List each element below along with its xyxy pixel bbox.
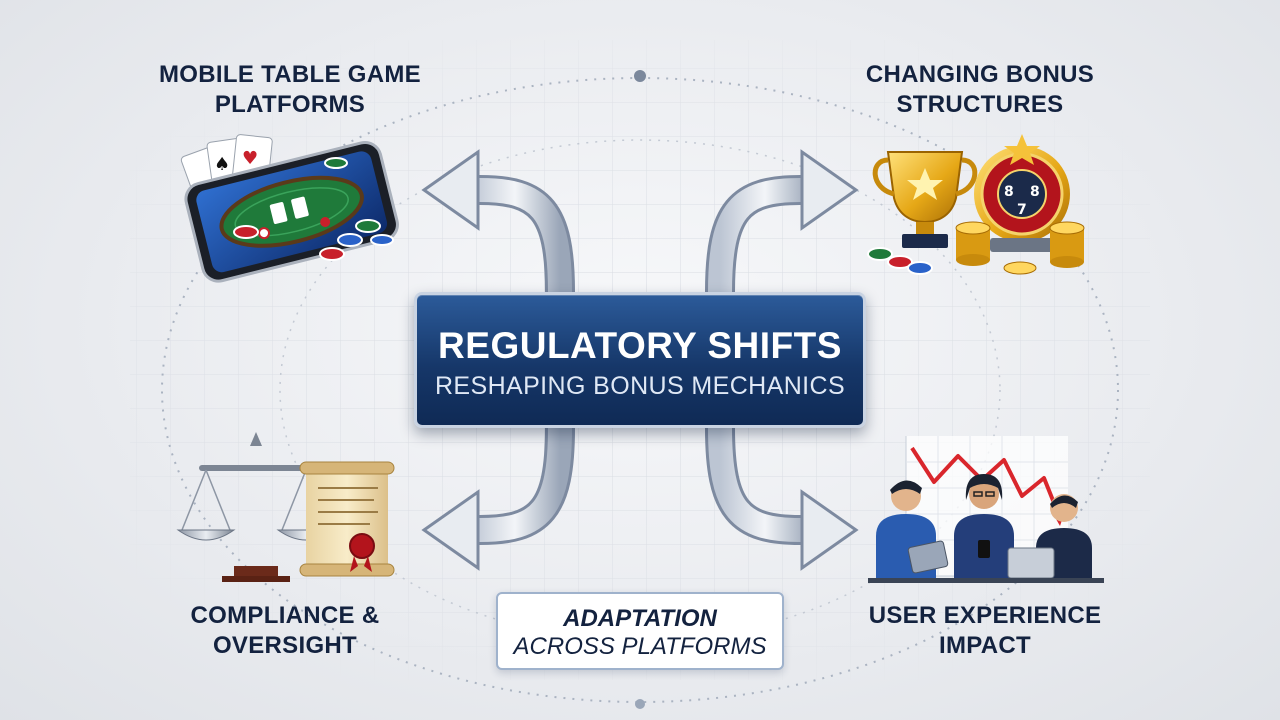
label-line: STRUCTURES bbox=[896, 91, 1064, 118]
svg-text:8: 8 bbox=[1004, 184, 1014, 200]
svg-text:8: 8 bbox=[1030, 184, 1040, 200]
label-line: MOBILE TABLE GAME bbox=[159, 61, 421, 88]
trophy-bonus-wheel-icon: 8 8 7 bbox=[867, 134, 1085, 275]
gold-coin-stack-icon bbox=[955, 221, 1085, 275]
label-line: OVERSIGHT bbox=[212, 632, 358, 659]
orbit-node bbox=[635, 699, 645, 709]
svg-text:7: 7 bbox=[1017, 202, 1027, 218]
center-title-box: REGULATORY SHIFTS RESHAPING BONUS MECHAN… bbox=[414, 292, 866, 428]
dotted-orbit-inner bbox=[279, 139, 1001, 641]
poker-chip-icon bbox=[867, 247, 933, 275]
label-changing-bonus-structures: CHANGING BONUS STRUCTURES bbox=[810, 60, 1150, 120]
orbit-node bbox=[634, 70, 646, 82]
label-line: IMPACT bbox=[938, 632, 1031, 659]
scales-of-justice-icon bbox=[176, 432, 336, 582]
center-subtitle: RESHAPING BONUS MECHANICS bbox=[434, 372, 846, 400]
svg-text:♠: ♠ bbox=[214, 154, 230, 175]
users-with-devices-icon bbox=[868, 436, 1104, 583]
label-mobile-table-game-platforms: MOBILE TABLE GAME PLATFORMS bbox=[110, 60, 470, 120]
bonus-wheel-icon: 8 8 7 bbox=[974, 134, 1070, 252]
mobile-poker-table-icon: ♠ ♥ bbox=[180, 134, 399, 283]
label-user-experience-impact: USER EXPERIENCE IMPACT bbox=[840, 601, 1130, 661]
label-compliance-oversight: COMPLIANCE & OVERSIGHT bbox=[150, 601, 420, 661]
label-line: CHANGING BONUS bbox=[865, 61, 1095, 88]
adaptation-box: ADAPTATION ACROSS PLATFORMS bbox=[496, 592, 784, 670]
adaptation-subtitle: ACROSS PLATFORMS bbox=[513, 633, 767, 660]
adaptation-title: ADAPTATION bbox=[563, 605, 717, 632]
scroll-document-icon bbox=[299, 461, 395, 577]
label-line: USER EXPERIENCE bbox=[868, 602, 1102, 629]
center-title: REGULATORY SHIFTS bbox=[438, 325, 842, 366]
label-line: PLATFORMS bbox=[214, 91, 366, 118]
poker-chip-icon bbox=[233, 157, 394, 261]
label-line: COMPLIANCE & bbox=[190, 602, 380, 629]
svg-text:♥: ♥ bbox=[242, 148, 258, 169]
double-arrow-icon bbox=[421, 149, 859, 571]
